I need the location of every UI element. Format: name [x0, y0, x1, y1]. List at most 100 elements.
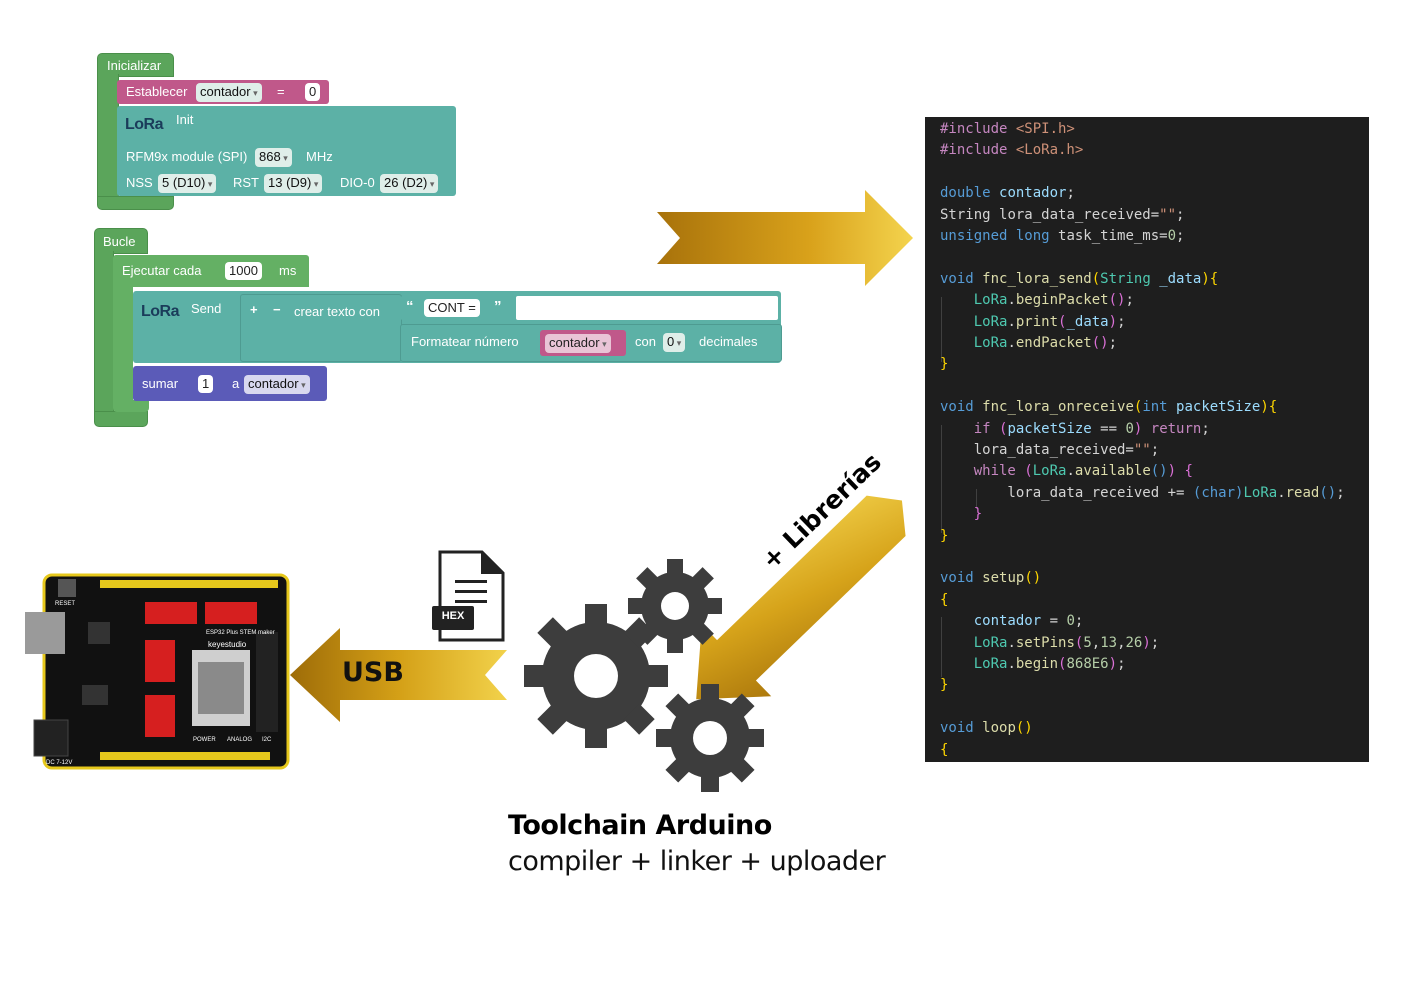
format-label: Formatear número [411, 334, 519, 349]
code-line: LoRa.begin(868E6); [940, 654, 1126, 674]
code-line: void fnc_lora_onreceive(int packetSize){ [940, 397, 1277, 417]
code-token: { [940, 741, 949, 758]
send-label: Send [191, 301, 222, 316]
format-number-block[interactable]: Formatear número contador con 0 decimale… [400, 324, 782, 362]
code-token: String [1100, 270, 1160, 287]
code-token: 868E6 [1066, 656, 1109, 672]
code-token: ( [1024, 463, 1033, 480]
code-token: fnc_lora_onreceive [982, 399, 1134, 416]
code-token: = [1049, 613, 1067, 630]
set-var-dropdown[interactable]: contador [196, 83, 262, 102]
freq-dropdown[interactable]: 868 [255, 148, 292, 167]
add-to-label: a [232, 376, 240, 391]
quote-close-icon: ” [494, 298, 502, 315]
code-token: packetSize [1007, 420, 1101, 437]
lora-logo: LoRa [125, 116, 164, 133]
hex-file-icon [432, 550, 505, 642]
add-to-block[interactable]: sumar 1 a contador [133, 366, 327, 401]
board-analog-label: ANALOG [227, 737, 253, 743]
init-hat-block[interactable]: Inicializar [97, 53, 174, 77]
minus-mutator-icon[interactable]: − [273, 302, 281, 317]
code-line: } [940, 675, 948, 695]
board-i2c-label: I2C [262, 737, 272, 743]
board-title-label: ESP32 Plus STEM maker [206, 630, 275, 636]
loop-hat-label: Bucle [103, 234, 136, 249]
code-token: . [1007, 634, 1016, 651]
code-token: ) [1133, 420, 1143, 437]
esp32-board [25, 573, 290, 770]
dio-label: DIO-0 [340, 175, 375, 190]
code-token: LoRa [1243, 484, 1278, 501]
code-token: ( [1133, 399, 1143, 416]
code-token: int [1142, 399, 1177, 416]
code-token [940, 656, 974, 672]
code-token: read [1285, 484, 1320, 501]
set-value-input[interactable]: 0 [305, 83, 321, 101]
code-token: setPins [1015, 634, 1075, 651]
set-variable-block[interactable]: Establecer contador = 0 [117, 80, 329, 104]
code-token: ( [1192, 484, 1202, 501]
code-token: ) [1201, 270, 1210, 287]
plus-mutator-icon[interactable]: + [250, 302, 258, 317]
code-token: setup [982, 570, 1025, 587]
usb-label: USB [342, 657, 404, 688]
code-line: void fnc_lora_send(String _data){ [940, 269, 1218, 289]
code-token: 0 [1125, 420, 1134, 437]
code-token: ; [1125, 292, 1134, 309]
create-text-block[interactable]: + − crear texto con [240, 294, 402, 362]
add-value-input[interactable]: 1 [198, 375, 214, 393]
add-var-dropdown[interactable]: contador [244, 375, 310, 394]
lora-send-block[interactable]: LoRa Send + − crear texto con “ CONT = ”… [133, 291, 782, 363]
code-token: LoRa [973, 634, 1008, 651]
code-line: { [940, 590, 948, 610]
module-label: RFM9x module (SPI) [126, 149, 248, 164]
lora-send-logo: LoRa [141, 303, 180, 320]
code-token [940, 613, 974, 629]
code-token: . [1007, 313, 1016, 330]
lora-init-block[interactable]: LoRa Init RFM9x module (SPI) 868 MHz NSS… [117, 106, 456, 196]
code-token: beginPacket [1015, 292, 1109, 309]
code-line: LoRa.beginPacket(); [940, 290, 1134, 310]
code-line: LoRa.setPins(5,13,26); [940, 633, 1160, 653]
code-token: ) [1108, 313, 1118, 330]
text-literal-block[interactable]: “ CONT = ” [400, 296, 514, 320]
decimals-label: decimales [699, 334, 758, 349]
code-editor[interactable]: #include <SPI.h>#include <LoRa.h>double … [925, 117, 1369, 762]
rst-dropdown[interactable]: 13 (D9) [264, 174, 323, 193]
code-line: #include <SPI.h> [940, 119, 1075, 139]
set-eq: = [277, 84, 285, 99]
code-token: void [940, 720, 983, 737]
with-label: con [635, 334, 656, 349]
code-line: lora_data_received += (char)LoRa.read(); [940, 483, 1344, 503]
code-token [940, 335, 974, 351]
text-input-slot [516, 296, 778, 320]
rst-label: RST [233, 175, 259, 190]
code-token: { [1268, 399, 1278, 416]
code-token: LoRa [973, 335, 1008, 351]
every-value-input[interactable]: 1000 [225, 262, 262, 280]
code-token: { [1209, 270, 1219, 287]
text-value-input[interactable]: CONT = [424, 299, 480, 317]
code-line: #include <LoRa.h> [940, 140, 1083, 160]
code-token: 0 [1066, 613, 1075, 630]
code-token: . [1007, 656, 1016, 672]
code-token [940, 635, 974, 651]
nss-dropdown[interactable]: 5 (D10) [158, 174, 217, 193]
loop-hat-block[interactable]: Bucle [94, 228, 148, 254]
code-token: double [940, 185, 1000, 202]
code-token: } [940, 677, 949, 694]
every-unit: ms [279, 263, 297, 278]
decimals-dropdown[interactable]: 0 [663, 333, 686, 352]
code-token: task_time_ms= [1058, 228, 1168, 244]
every-side [113, 286, 133, 404]
code-token [940, 463, 974, 479]
code-token: == [1100, 420, 1126, 437]
format-var-dropdown[interactable]: contador [545, 334, 611, 353]
code-token: fnc_lora_send [982, 270, 1092, 287]
dio-dropdown[interactable]: 26 (D2) [380, 174, 439, 193]
format-var-block[interactable]: contador [540, 330, 626, 356]
arrow-libraries-icon [696, 495, 906, 700]
code-token: () [1150, 463, 1168, 480]
every-block[interactable]: Ejecutar cada 1000 ms [113, 255, 309, 287]
